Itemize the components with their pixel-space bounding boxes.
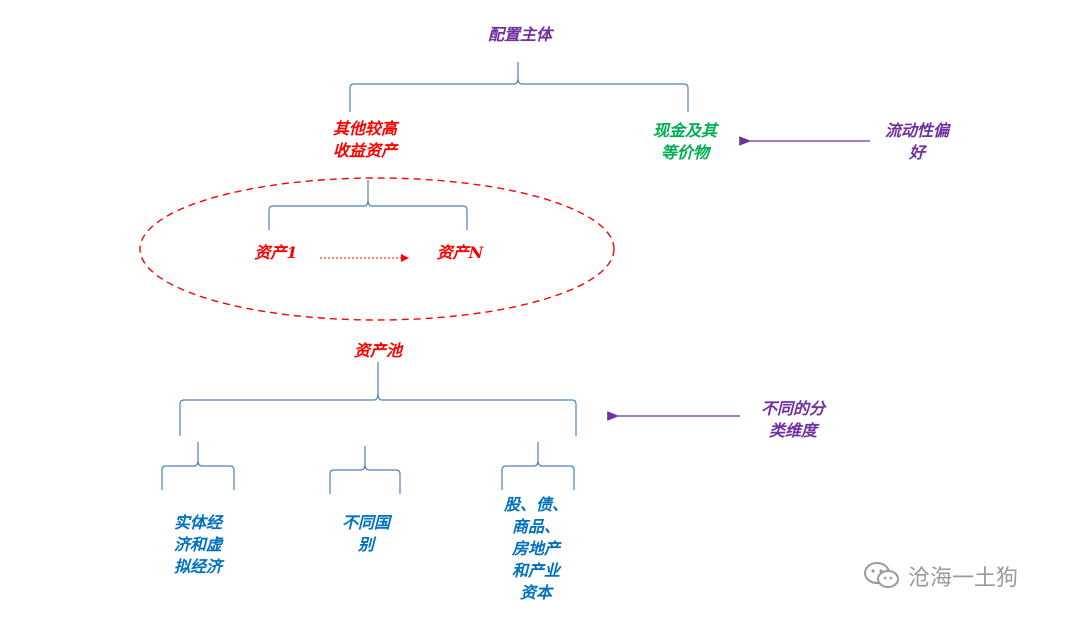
root-label: 配置主体 [487, 25, 552, 44]
watermark: 沧海一土狗 [862, 560, 1018, 592]
asset-1-label: 资产1 [254, 243, 298, 262]
cash-label: 现金及其 等价物 [652, 121, 717, 162]
countries-label: 不同国 别 [341, 513, 390, 554]
asset-pool-label: 资产池 [353, 341, 402, 360]
wechat-icon [864, 562, 899, 588]
asset-group-ellipse [139, 177, 615, 321]
liquidity-label: 流动性偏 好 [884, 121, 949, 162]
brace-capital [501, 442, 575, 490]
brace-asset-pool [179, 362, 577, 436]
real-virtual-economy-label: 实体经 济和虚 拟经济 [173, 513, 222, 576]
brace-real-virtual [161, 442, 235, 490]
other-assets-label: 其他较高 收益资产 [332, 119, 397, 160]
brace-countries [329, 446, 401, 494]
watermark-text: 沧海一土狗 [908, 566, 1019, 591]
asset-n-label: 资产N [436, 243, 484, 262]
brace-other-assets [268, 180, 468, 230]
dimensions-label: 不同的分 类维度 [760, 399, 825, 440]
brace-root [349, 62, 689, 112]
capital-types-label: 股、债、 商品、 房地产 和产业 资本 [503, 495, 568, 602]
